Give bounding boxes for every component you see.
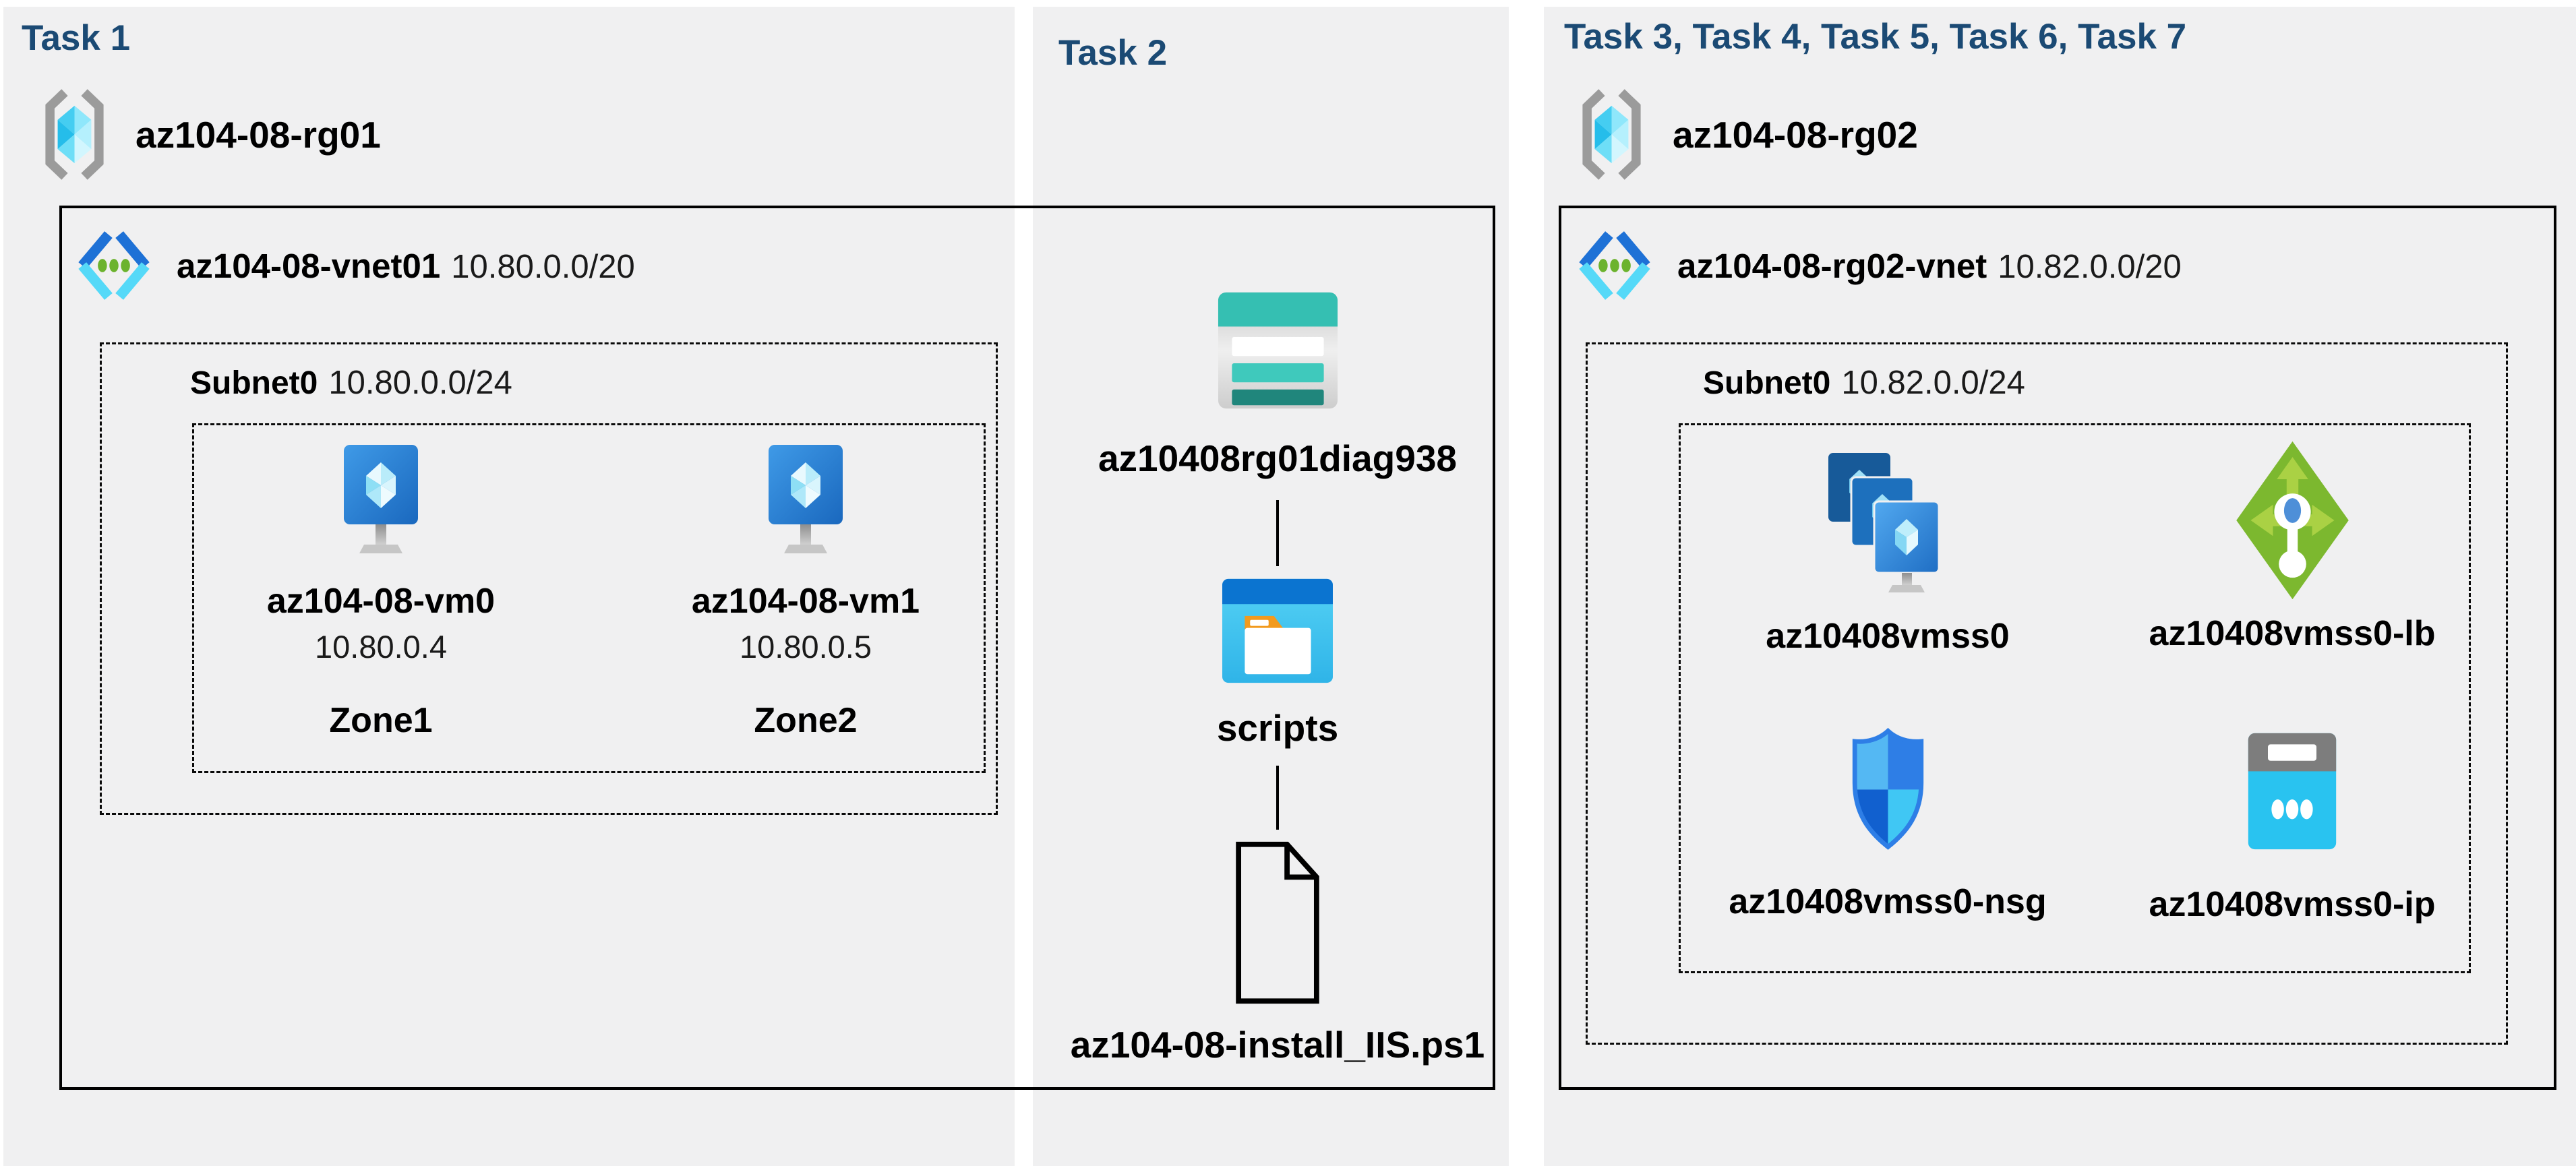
blob-container-icon	[1220, 576, 1336, 689]
vnet-row-vnet01: az104-08-vnet01 10.80.0.0/20	[74, 229, 635, 302]
virtual-network-icon	[78, 231, 150, 300]
connector-line	[1276, 766, 1279, 830]
subnet-name: Subnet0	[1703, 365, 1831, 401]
resource-group-icon	[45, 89, 104, 180]
load-balancer-icon	[2234, 437, 2352, 604]
vm-block-vm1: az104-08-vm1 10.80.0.5 Zone2	[657, 445, 954, 741]
task1-header: Task 1	[22, 18, 131, 58]
subnet-name: Subnet0	[190, 365, 318, 401]
vm-group-dashed-box	[192, 423, 986, 773]
subnet-cidr: 10.80.0.0/24	[328, 365, 512, 401]
subnet-cidr: 10.82.0.0/24	[1841, 365, 2025, 401]
resource-block-nsg: az10408vmss0-nsg	[1699, 705, 2076, 922]
resource-group-icon	[1582, 89, 1641, 180]
storage-account-icon	[1216, 290, 1340, 415]
vm-scale-set-icon	[1827, 439, 1948, 607]
resource-group-row-rg02: az104-08-rg02	[1576, 89, 1918, 180]
vm-availability-zone: Zone1	[329, 701, 433, 740]
connector-line	[1276, 500, 1279, 566]
network-security-group-icon	[1839, 705, 1937, 872]
vnet-cidr: 10.82.0.0/20	[1998, 248, 2182, 285]
vm-availability-zone: Zone2	[754, 701, 858, 740]
virtual-machine-icon	[769, 445, 843, 553]
rg02-vnet-boundary-box	[1559, 206, 2556, 1090]
resource-group-row-rg01: az104-08-rg01	[39, 89, 381, 180]
resource-block-vmss: az10408vmss0	[1699, 439, 2076, 656]
script-file-icon	[1233, 839, 1322, 1010]
public-ip-name: az10408vmss0-ip	[2149, 885, 2436, 924]
subnet-label-rg02: Subnet0 10.82.0.0/24	[1703, 364, 2025, 402]
resource-group-name: az104-08-rg02	[1673, 113, 1918, 156]
subnet0-rg01-dashed-box	[100, 342, 998, 815]
task1-panel	[3, 7, 1015, 1166]
task3-7-header: Task 3, Task 4, Task 5, Task 6, Task 7	[1564, 17, 2187, 57]
nsg-name: az10408vmss0-nsg	[1729, 882, 2047, 921]
vm-ip-address: 10.80.0.5	[739, 629, 872, 665]
subnet0-rg02-dashed-box	[1586, 342, 2508, 1045]
vm-name: az104-08-vm0	[266, 582, 496, 621]
vnet01-and-task2-boundary-box	[59, 206, 1495, 1090]
vm-name: az104-08-vm1	[691, 582, 920, 621]
resource-group-name: az104-08-rg01	[136, 113, 381, 156]
virtual-machine-icon	[344, 445, 418, 553]
resource-block-public-ip: az10408vmss0-ip	[2103, 708, 2481, 925]
resource-block-load-balancer: az10408vmss0-lb	[2103, 437, 2481, 654]
vm-block-vm0: az104-08-vm0 10.80.0.4 Zone1	[233, 445, 529, 741]
storage-account-name: az10408rg01diag938	[1098, 437, 1458, 479]
subnet-label-rg01: Subnet0 10.80.0.0/24	[190, 364, 512, 402]
vnet-name: az104-08-rg02-vnet	[1677, 246, 1987, 285]
vm-ip-address: 10.80.0.4	[314, 629, 447, 665]
public-ip-icon	[2242, 708, 2343, 875]
script-file-name: az104-08-install_IIS.ps1	[1070, 1024, 1485, 1066]
task2-header: Task 2	[1058, 33, 1168, 73]
virtual-network-icon	[1579, 231, 1650, 300]
blob-container-name: scripts	[1216, 707, 1339, 749]
vnet-name: az104-08-vnet01	[177, 246, 441, 285]
load-balancer-name: az10408vmss0-lb	[2149, 614, 2436, 653]
vnet-cidr: 10.80.0.0/20	[451, 248, 635, 285]
vmss-group-dashed-box	[1679, 423, 2471, 973]
vnet-row-rg02-vnet: az104-08-rg02-vnet 10.82.0.0/20	[1575, 229, 2182, 302]
vmss-name: az10408vmss0	[1766, 617, 2010, 656]
